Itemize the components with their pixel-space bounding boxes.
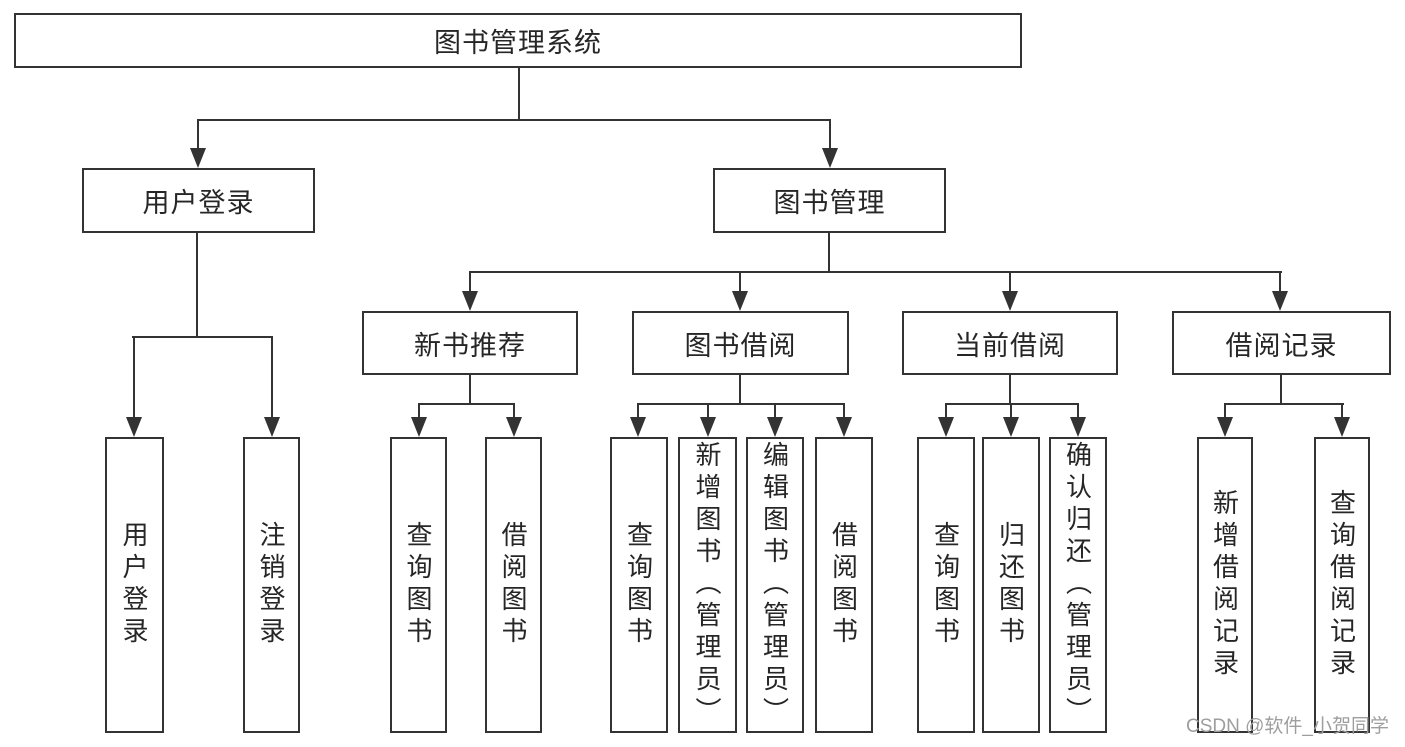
connector-bookborrow-drop-2	[707, 403, 709, 418]
arrowhead-current-borrow	[1002, 291, 1018, 311]
node-root: 图书管理系统	[14, 13, 1022, 68]
leaf-nb-borrow-books-label: 借阅图书	[498, 521, 528, 649]
arrowhead-book-mgmt	[822, 148, 838, 168]
leaf-bb-add-books-admin-label: 新增图书（管理员）	[692, 441, 722, 729]
connector-bookmgmt-stem	[828, 233, 830, 273]
arrowhead-nb-borrow	[506, 417, 522, 437]
leaf-user-login-label: 用户登录	[119, 521, 149, 649]
node-user-login: 用户登录	[82, 168, 315, 233]
connector-root-drop-left	[197, 119, 199, 150]
leaf-br-query-record-label: 查询借阅记录	[1326, 489, 1357, 681]
connector-currentborrow-stem	[1009, 375, 1011, 404]
leaf-bb-edit-books-admin: 编辑图书（管理员）	[746, 437, 804, 733]
node-new-books-label: 新书推荐	[414, 330, 526, 361]
connector-currentborrow-drop-2	[1010, 403, 1012, 418]
arrowhead-bb-add	[700, 417, 716, 437]
node-book-mgmt: 图书管理	[713, 168, 946, 233]
connector-userlogin-drop-2	[271, 336, 273, 418]
leaf-cb-return-books-label: 归还图书	[995, 521, 1026, 649]
connector-root-bus	[197, 119, 831, 121]
connector-currentborrow-bus	[945, 403, 1079, 405]
node-current-borrow: 当前借阅	[902, 311, 1118, 375]
connector-currentborrow-drop-3	[1077, 403, 1079, 418]
connector-root-stem	[518, 68, 520, 120]
leaf-bb-borrow-books-label: 借阅图书	[828, 521, 859, 649]
arrowhead-nb-query	[411, 417, 427, 437]
connector-root-drop-right	[829, 119, 831, 150]
connector-borrowrecords-drop-1	[1224, 403, 1226, 418]
arrowhead-book-borrow	[732, 291, 748, 311]
node-book-borrow: 图书借阅	[632, 311, 849, 375]
connector-newbooks-bus	[418, 403, 515, 405]
arrowhead-br-add	[1217, 417, 1233, 437]
leaf-bb-query-books-label: 查询图书	[623, 521, 654, 649]
node-new-books: 新书推荐	[362, 311, 578, 375]
node-root-label: 图书管理系统	[434, 28, 602, 58]
leaf-bb-borrow-books: 借阅图书	[815, 437, 873, 733]
arrowhead-user-login	[190, 148, 206, 168]
connector-bookmgmt-drop-2	[739, 271, 741, 292]
connector-currentborrow-drop-1	[945, 403, 947, 418]
connector-bookmgmt-drop-3	[1009, 271, 1011, 292]
connector-bookborrow-bus	[637, 403, 845, 405]
connector-userlogin-stem	[196, 233, 198, 337]
connector-borrowrecords-stem	[1280, 375, 1282, 404]
arrowhead-new-books	[462, 291, 478, 311]
connector-bookborrow-drop-1	[637, 403, 639, 418]
connector-newbooks-drop-2	[513, 403, 515, 418]
connector-borrowrecords-drop-2	[1341, 403, 1343, 418]
node-borrow-records-label: 借阅记录	[1225, 330, 1338, 361]
leaf-cb-confirm-return-admin-label: 确认归还（管理员）	[1062, 441, 1093, 729]
connector-bookmgmt-bus	[469, 271, 1282, 273]
leaf-cb-return-books: 归还图书	[982, 437, 1040, 733]
connector-bookmgmt-drop-1	[469, 271, 471, 292]
arrowhead-bb-query	[630, 417, 646, 437]
arrowhead-leaf-logout	[264, 417, 280, 437]
connector-bookborrow-drop-4	[843, 403, 845, 418]
node-user-login-label: 用户登录	[142, 188, 255, 218]
connector-newbooks-drop-1	[418, 403, 420, 418]
arrowhead-leaf-login	[126, 417, 142, 437]
leaf-br-add-record: 新增借阅记录	[1197, 437, 1253, 733]
arrowhead-cb-confirm	[1070, 417, 1086, 437]
arrowhead-cb-query	[938, 417, 954, 437]
connector-borrowrecords-bus	[1224, 403, 1344, 405]
leaf-nb-borrow-books: 借阅图书	[485, 437, 542, 733]
node-borrow-records: 借阅记录	[1172, 311, 1391, 375]
arrowhead-bb-borrow	[836, 417, 852, 437]
node-book-borrow-label: 图书借阅	[684, 330, 797, 361]
leaf-br-add-record-label: 新增借阅记录	[1209, 489, 1240, 681]
node-current-borrow-label: 当前借阅	[954, 330, 1066, 361]
arrowhead-br-query	[1334, 417, 1350, 437]
connector-bookmgmt-drop-4	[1279, 271, 1281, 292]
leaf-nb-query-books: 查询图书	[390, 437, 447, 733]
connector-userlogin-drop-1	[133, 336, 135, 418]
connector-userlogin-bus	[132, 336, 273, 338]
csdn-watermark: CSDN @软件_小贺同学	[1186, 716, 1389, 737]
leaf-bb-add-books-admin: 新增图书（管理员）	[678, 437, 737, 733]
connector-bookborrow-stem	[739, 375, 741, 404]
leaf-cb-query-books-label: 查询图书	[930, 521, 961, 649]
leaf-bb-query-books: 查询图书	[610, 437, 668, 733]
leaf-bb-edit-books-admin-label: 编辑图书（管理员）	[759, 441, 790, 729]
leaf-logout: 注销登录	[243, 437, 300, 733]
leaf-cb-confirm-return-admin: 确认归还（管理员）	[1049, 437, 1107, 733]
arrowhead-borrow-records	[1272, 291, 1288, 311]
arrowhead-cb-return	[1003, 417, 1019, 437]
leaf-br-query-record: 查询借阅记录	[1314, 437, 1370, 733]
leaf-nb-query-books-label: 查询图书	[403, 521, 433, 649]
arrowhead-bb-edit	[767, 417, 783, 437]
node-book-mgmt-label: 图书管理	[773, 188, 886, 218]
leaf-logout-label: 注销登录	[256, 521, 286, 649]
connector-bookborrow-drop-3	[774, 403, 776, 418]
leaf-user-login: 用户登录	[105, 437, 164, 733]
leaf-cb-query-books: 查询图书	[917, 437, 975, 733]
connector-newbooks-stem	[469, 375, 471, 404]
